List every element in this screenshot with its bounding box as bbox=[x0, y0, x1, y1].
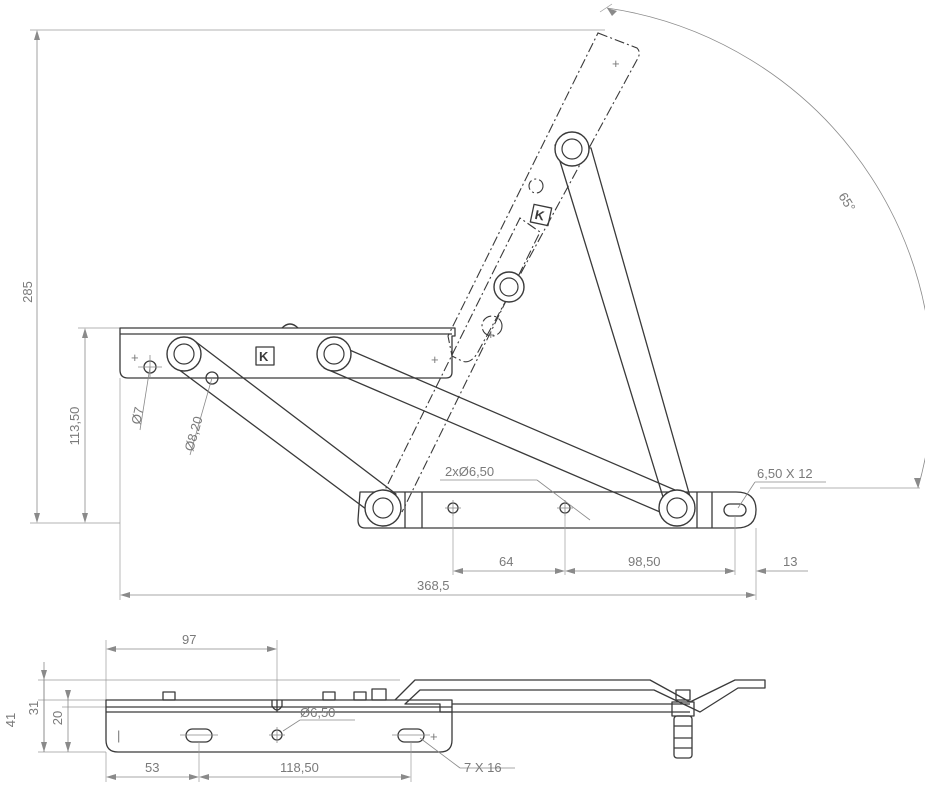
dim-label-two-holes: 2xØ6,50 bbox=[445, 464, 494, 479]
pivot-raised-top bbox=[554, 131, 590, 167]
dim-label-98-50: 98,50 bbox=[628, 554, 661, 569]
side-fastener bbox=[671, 689, 695, 759]
svg-text:+: + bbox=[430, 729, 438, 744]
logo-mark-top-plate: K bbox=[255, 346, 275, 366]
dim-side-97: 97 bbox=[105, 632, 278, 700]
side-arm bbox=[394, 679, 766, 713]
svg-text:+: + bbox=[131, 350, 139, 365]
dim-label-113-50: 113,50 bbox=[67, 407, 82, 446]
dim-overall-height: 285 bbox=[20, 29, 605, 524]
svg-text:+: + bbox=[431, 352, 439, 367]
dim-label-13: 13 bbox=[783, 554, 797, 569]
side-plate bbox=[105, 699, 453, 753]
dim-label-97: 97 bbox=[182, 632, 196, 647]
dim-side-bottom: 53 118,50 bbox=[105, 742, 412, 782]
base-hole-right bbox=[557, 500, 573, 516]
raised-plate-outline bbox=[447, 32, 640, 363]
front-view: 285 113,50 65° + + bbox=[20, 3, 925, 600]
side-hole bbox=[269, 727, 285, 743]
raised-arm-link bbox=[554, 144, 692, 511]
side-slot-right bbox=[392, 728, 430, 743]
side-view: 97 41 31 20 bbox=[3, 632, 766, 782]
dim-label-118-50: 118,50 bbox=[280, 760, 319, 775]
dim-label-64: 64 bbox=[499, 554, 513, 569]
svg-text:K: K bbox=[533, 207, 546, 224]
dim-label-41: 41 bbox=[3, 713, 18, 727]
dim-label-368-5: 368,5 bbox=[417, 578, 450, 593]
dim-label-20: 20 bbox=[50, 711, 65, 725]
svg-text:K: K bbox=[259, 349, 269, 364]
dim-spacing-row: 64 98,50 13 bbox=[452, 516, 808, 600]
dim-label-hole-7: Ø7 bbox=[128, 406, 146, 426]
pivot-top-left bbox=[166, 336, 202, 372]
dim-angle-arc: 65° bbox=[599, 3, 925, 489]
dim-label-285: 285 bbox=[20, 281, 35, 303]
dim-label-53: 53 bbox=[145, 760, 159, 775]
svg-text:+: + bbox=[612, 56, 620, 71]
pivot-top-right bbox=[316, 336, 352, 372]
dim-base-height: 113,50 bbox=[67, 327, 120, 523]
base-hole-left bbox=[445, 500, 461, 516]
raised-plate-pivot bbox=[493, 271, 525, 303]
dim-label-angle: 65° bbox=[835, 190, 858, 215]
pivot-base-left bbox=[364, 489, 402, 527]
dim-label-31: 31 bbox=[26, 701, 41, 715]
top-plate bbox=[119, 327, 456, 379]
base-slot bbox=[723, 503, 747, 517]
svg-text:+: + bbox=[487, 327, 495, 342]
svg-text:|: | bbox=[117, 728, 120, 743]
pivot-base-right bbox=[658, 489, 696, 527]
side-slot-left bbox=[180, 728, 218, 743]
dim-side-verticals: 41 31 20 bbox=[3, 662, 400, 753]
base-plate bbox=[357, 491, 757, 529]
dim-overall-length: 368,5 bbox=[119, 378, 756, 600]
dim-label-side-hole: Ø6,50 bbox=[300, 705, 335, 720]
logo-mark-raised-plate: K bbox=[529, 203, 553, 227]
dim-label-hole-8-20: Ø8,20 bbox=[181, 415, 205, 453]
dim-label-slot-top: 6,50 X 12 bbox=[757, 466, 813, 481]
dim-label-side-slot: 7 X 16 bbox=[464, 760, 502, 775]
